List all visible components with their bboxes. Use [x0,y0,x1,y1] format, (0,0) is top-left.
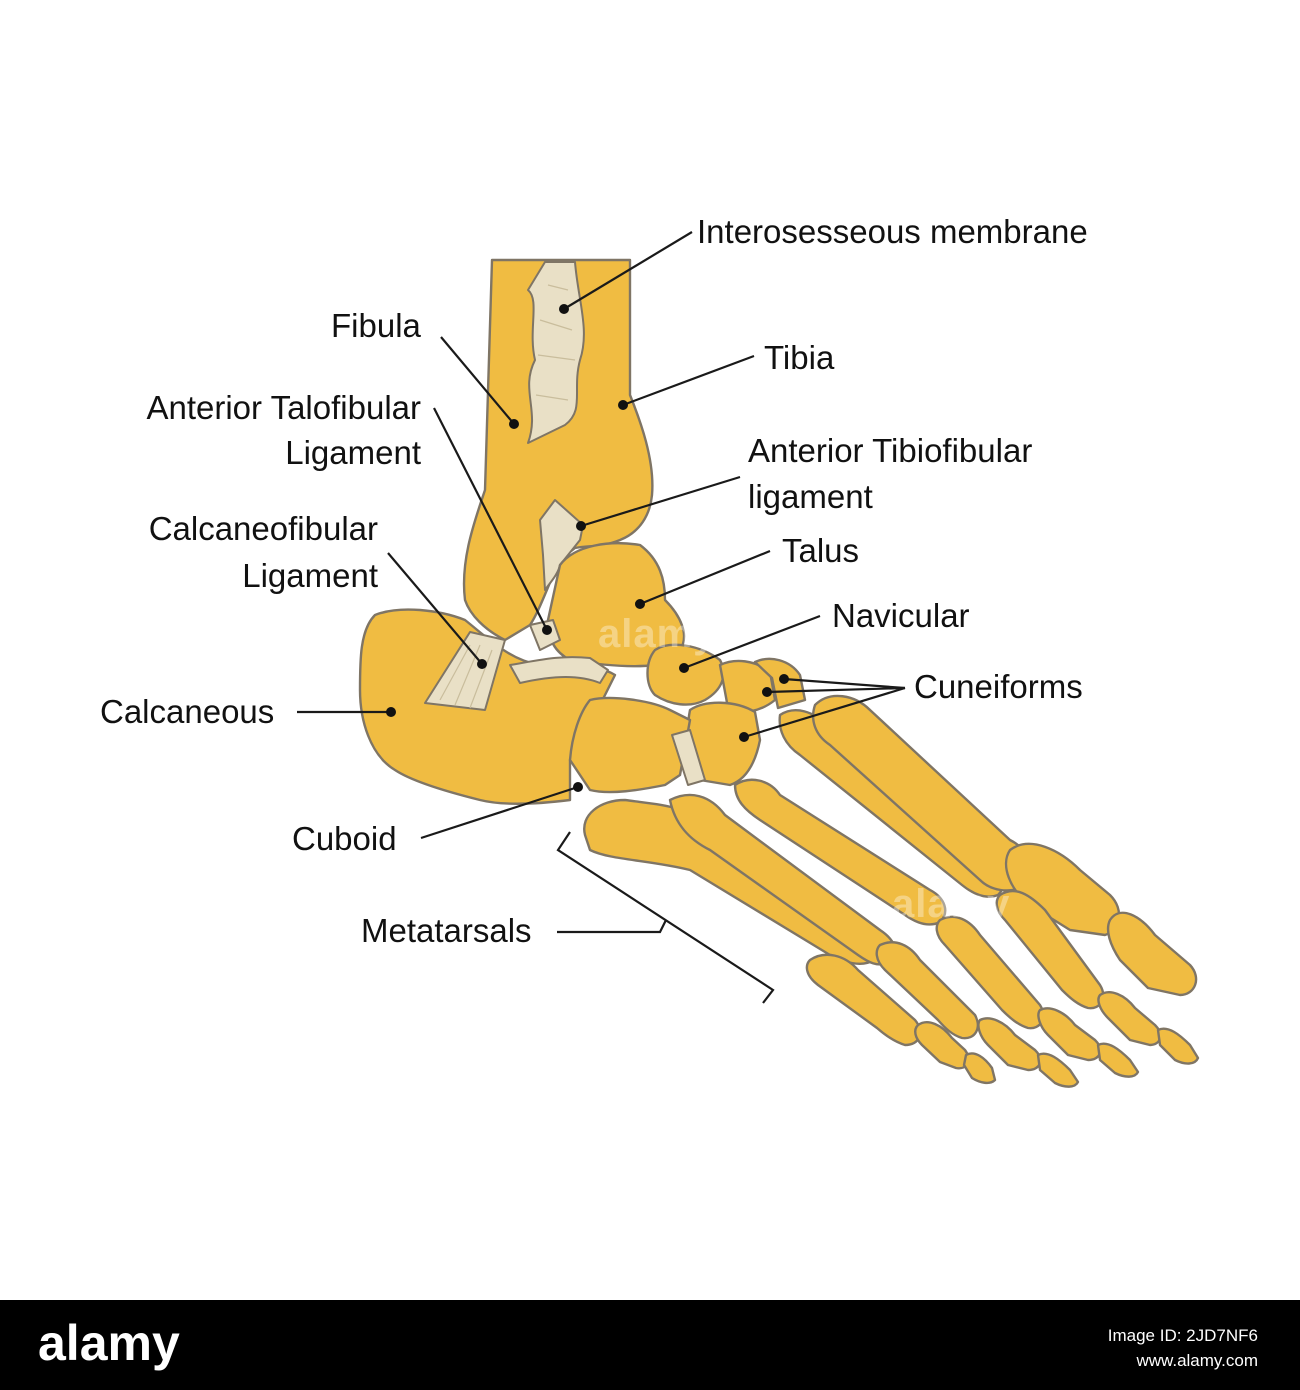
calcaneocuboid-ligament [671,729,706,786]
leader-cuneiforms-2 [766,686,906,694]
stock-footer-bar: alamy Image ID: 2JD7NF6 www.alamy.com [0,1300,1300,1390]
dot-tibia [618,400,628,410]
label-fibula: Fibula [331,307,421,344]
dot-calcaneous [386,707,396,717]
foot-skeleton-illustration [297,231,1200,1088]
phalanx-bone-1b [1106,911,1198,997]
phalanx-bone-5a [805,953,922,1047]
phalanx-bone-2a [995,889,1105,1010]
cuboid-bone [568,696,692,794]
leader-cuneiforms-1 [783,677,906,690]
leader-fibula [440,336,515,425]
label-talus: Talus [782,532,860,569]
label-metatarsals: Metatarsals [361,912,532,949]
leader-cuboid [420,785,579,840]
label-interosseous-membrane: Interosesseous membrane [697,213,1088,250]
dot-calcaneofibular [477,659,487,669]
label-anterior-tibiofibular-line2: ligament [748,478,873,515]
dot-fibula [509,419,519,429]
leader-calcaneofibular [387,552,483,665]
footer-site: www.alamy.com [1136,1350,1258,1370]
label-navicular: Navicular [832,597,970,634]
label-anterior-talofibular-line1: Anterior Talofibular [146,389,421,426]
dot-talus [635,599,645,609]
dot-navicular [679,663,689,673]
dot-anterior-tibiofibular [576,521,586,531]
anterior-talofibular-ligament [529,619,561,651]
dot-interosseous [559,304,569,314]
phalanx-bone-5c [962,1052,997,1085]
phalanx-bone-2c [1156,1027,1200,1065]
watermark-mark-2: alamy [892,882,1011,926]
phalanx-bone-3c [1096,1042,1140,1078]
subtalar-ligament [509,656,609,684]
footer-image-id: Image ID: 2JD7NF6 [1107,1326,1258,1345]
watermark-mark-1: alamy [598,612,717,656]
label-anterior-talofibular-line2: Ligament [285,434,421,471]
phalanx-bone-3a [935,915,1045,1030]
cuneiform-bone-2 [753,657,807,710]
dot-anterior-talofibular [542,625,552,635]
dot-cuneiform-1 [779,674,789,684]
leader-interosseous [563,231,693,310]
leader-talus [639,549,771,606]
label-anterior-tibiofibular-line1: Anterior Tibiofibular [748,432,1033,469]
label-cuneiforms: Cuneiforms [914,668,1083,705]
footer-brand-logo: alamy [38,1315,180,1371]
footer-image-info: Image ID: 2JD7NF6 www.alamy.com [1108,1324,1258,1373]
interosseous-membrane [527,261,585,444]
phalanx-bone-4c [1036,1052,1080,1088]
dot-cuneiform-3 [739,732,749,742]
leader-cuneiforms-3 [743,686,906,739]
leader-navicular [683,614,821,670]
ankle-diagram: alamy alamy Interosesseous membrane Fibu… [100,213,1200,1088]
dot-cuboid [573,782,583,792]
phalanx-bone-2b [1097,991,1162,1047]
label-tibia: Tibia [764,339,835,376]
label-calcaneofibular-line2: Ligament [242,557,378,594]
label-cuboid: Cuboid [292,820,397,857]
dot-cuneiform-2 [762,687,772,697]
phalanx-bone-4a [875,941,979,1040]
label-calcaneofibular-line1: Calcaneofibular [148,510,378,547]
label-calcaneous: Calcaneous [100,693,275,730]
leader-tibia [622,354,755,407]
leader-anterior-tibiofibular [580,475,741,528]
leader-anterior-talofibular [433,407,548,631]
phalanx-bone-3b [1037,1007,1102,1062]
leader-metatarsals [557,919,667,934]
